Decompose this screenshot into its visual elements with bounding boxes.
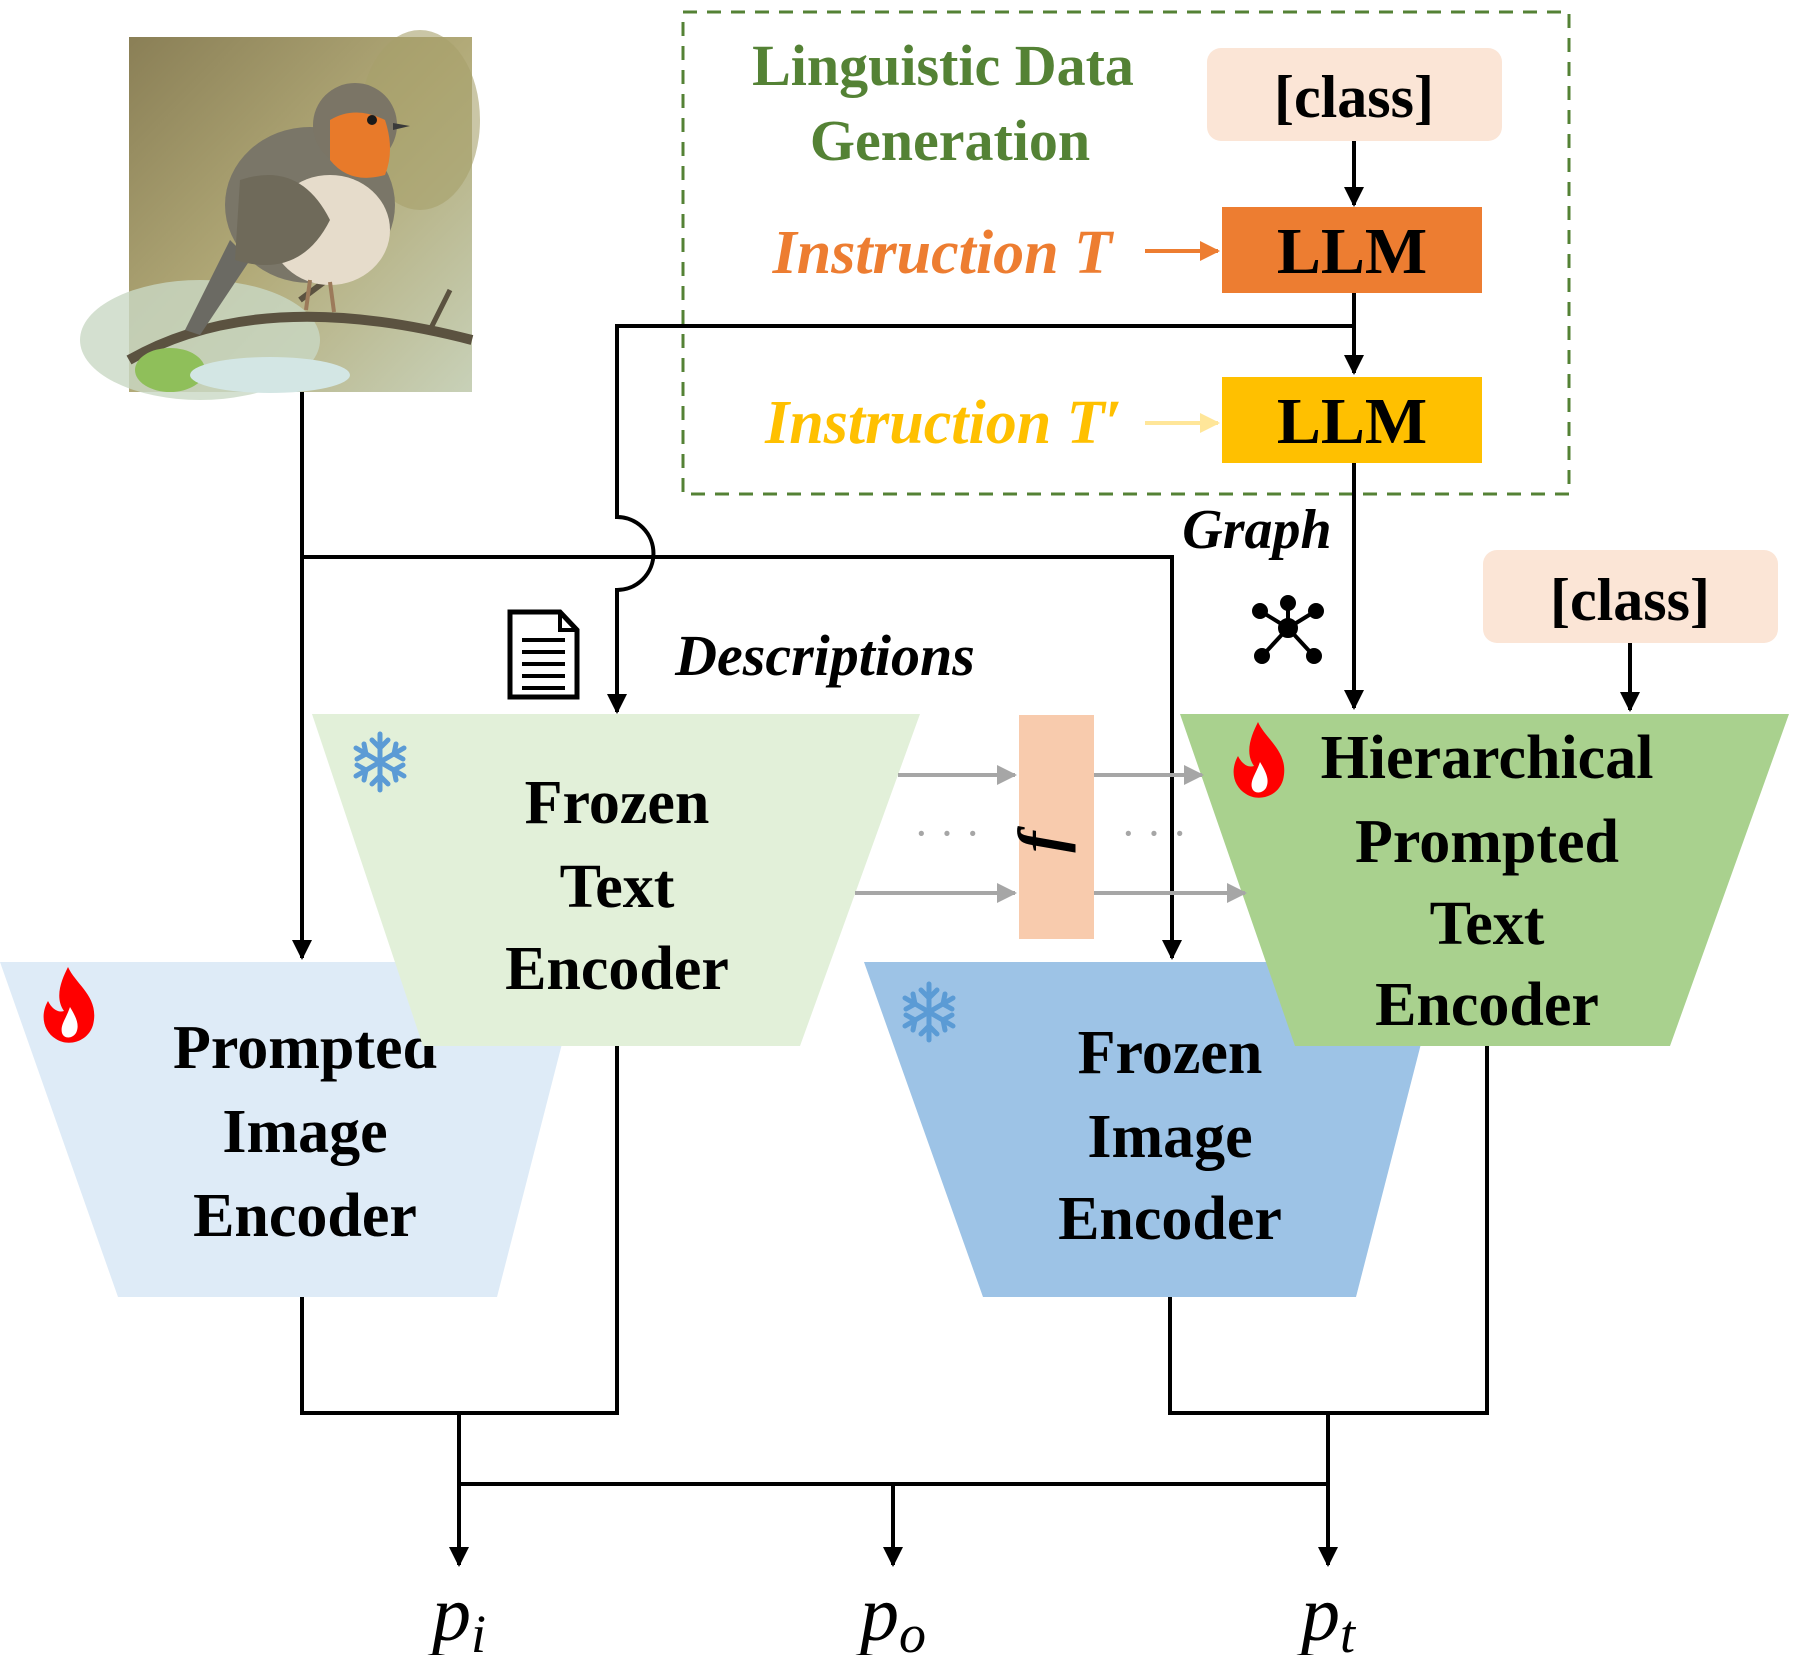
llm-box-1 <box>1222 207 1482 293</box>
class-label-top: [class] <box>1274 64 1434 130</box>
frozen-text-encoder-line3: Encoder <box>505 935 729 1003</box>
output-pi: pi <box>427 1570 486 1655</box>
output-pt-sub: t <box>1340 1604 1357 1655</box>
snowflake-icon <box>902 981 956 1043</box>
output-pt: pt <box>1296 1570 1357 1655</box>
class-label-right: [class] <box>1550 567 1710 633</box>
llm-label-1: LLM <box>1277 215 1427 288</box>
output-pt-base: p <box>1296 1570 1340 1655</box>
output-pi-sub: i <box>471 1604 486 1655</box>
graph-network-icon <box>1252 595 1324 664</box>
frozen-image-encoder-line1: Frozen <box>1078 1019 1263 1087</box>
descriptions-label: Descriptions <box>674 623 975 688</box>
flame-icon <box>43 967 95 1043</box>
hier-text-encoder-line3: Text <box>1430 890 1545 958</box>
llm-label-2: LLM <box>1277 385 1427 458</box>
robin-bird-photo <box>80 30 480 400</box>
dots-left: · · · <box>914 809 980 858</box>
graph-label: Graph <box>1182 499 1331 561</box>
linguistic-data-generation-box <box>681 10 1571 496</box>
snowflake-icon <box>353 731 407 793</box>
frozen-image-encoder-line3: Encoder <box>1058 1185 1282 1253</box>
output-po: po <box>855 1570 926 1655</box>
prompted-image-encoder-line3: Encoder <box>193 1182 417 1250</box>
dots-right: · · · <box>1121 809 1187 858</box>
document-icon <box>507 609 580 700</box>
class-box-right <box>1483 550 1778 643</box>
class-box-top <box>1207 48 1502 141</box>
hier-text-encoder-line2: Prompted <box>1355 808 1619 876</box>
hierarchical-prompted-text-encoder <box>1180 714 1789 1046</box>
hier-text-encoder-line4: Encoder <box>1375 971 1599 1039</box>
prompted-image-encoder-line2: Image <box>222 1098 387 1166</box>
llm-box-2 <box>1222 377 1482 463</box>
frozen-image-encoder-line2: Image <box>1087 1103 1252 1171</box>
f-mapping-box <box>1019 715 1094 939</box>
linguistic-title-line2: Generation <box>810 108 1090 173</box>
prompted-image-encoder-line1: Prompted <box>173 1014 437 1082</box>
output-po-base: p <box>855 1570 899 1655</box>
instruction-t-label: Instruction T <box>772 219 1115 287</box>
hier-text-encoder-line1: Hierarchical <box>1321 724 1654 792</box>
frozen-text-encoder <box>312 714 920 1046</box>
output-pi-base: p <box>427 1570 471 1655</box>
linguistic-title-line1: Linguistic Data <box>752 33 1134 98</box>
frozen-text-encoder-line1: Frozen <box>525 769 710 837</box>
flame-icon <box>1233 722 1285 798</box>
frozen-text-encoder-line2: Text <box>560 853 675 921</box>
instruction-t-prime-label: Instruction T′ <box>764 389 1122 457</box>
output-po-sub: o <box>899 1604 926 1655</box>
